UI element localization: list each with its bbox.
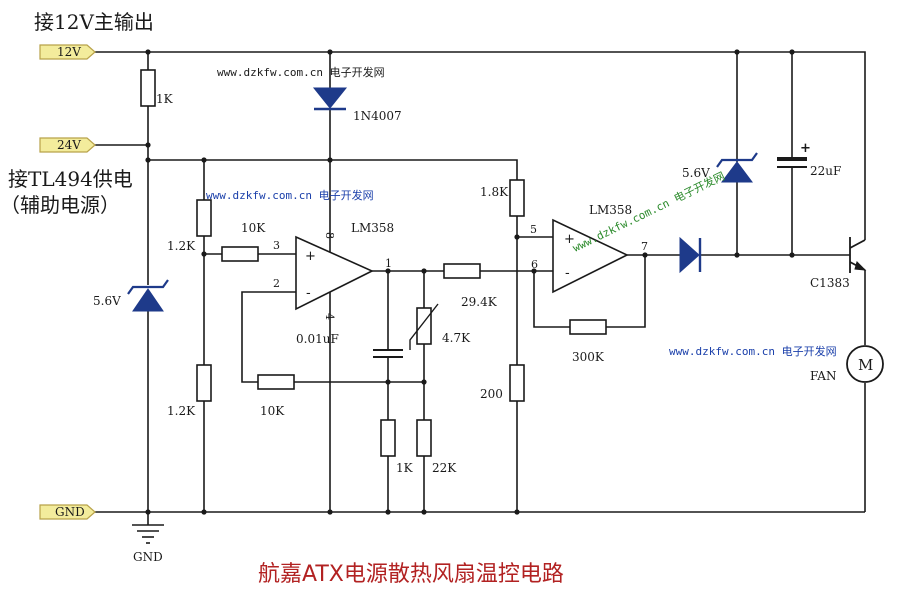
terminal-12v — [39, 44, 96, 60]
opamp2-plus: + — [564, 232, 575, 247]
watermark-middle: www.dzkfw.com.cn 电子开发网 — [206, 188, 374, 202]
opamp-2 — [552, 218, 629, 294]
opamp2-pin5: 5 — [530, 223, 537, 236]
opamp1-pin4: 4 — [323, 313, 336, 320]
label-c-0-01uf: 0.01uF — [296, 332, 339, 346]
label-r-22k: 22K — [432, 461, 457, 475]
label-r-1k-top: 1K — [156, 92, 174, 106]
label-1n4007: 1N4007 — [353, 109, 402, 123]
resistor-1k-low — [380, 419, 396, 457]
motor-symbol-m: M — [858, 356, 873, 374]
label-opamp1: LM358 — [351, 221, 394, 235]
ground-symbol — [132, 524, 164, 544]
label-r-300k: 300K — [572, 350, 605, 364]
terminal-gnd-label: GND — [55, 505, 85, 519]
terminal-24v — [39, 137, 96, 153]
opamp1-pin2: 2 — [273, 277, 280, 290]
thermistor-symbol — [409, 303, 439, 350]
opamp1-minus: - — [306, 286, 311, 301]
watermark-right: www.dzkfw.com.cn 电子开发网 — [669, 344, 837, 358]
opamp1-plus: + — [305, 249, 316, 264]
label-fan: FAN — [810, 369, 836, 383]
label-r-1-2k-top: 1.2K — [167, 239, 196, 253]
resistor-1-2k-top — [196, 199, 212, 237]
label-r-10k-input: 10K — [241, 221, 266, 235]
label-r-200: 200 — [480, 387, 503, 401]
resistor-1-2k-bottom — [196, 364, 212, 402]
label-r-1-8k: 1.8K — [480, 185, 509, 199]
resistor-22k — [416, 419, 432, 457]
capacitor-0-01uf — [373, 349, 403, 358]
label-r-10k-feedback: 10K — [260, 404, 285, 418]
terminal-24v-label: 24V — [57, 138, 81, 152]
resistor-200 — [509, 364, 525, 402]
label-r-1k-low: 1K — [396, 461, 414, 475]
opamp2-pin7: 7 — [641, 240, 648, 253]
capacitor-22uf — [777, 157, 807, 168]
label-r-29-4k: 29.4K — [461, 295, 498, 309]
label-opamp2: LM358 — [589, 203, 632, 217]
zener-diode-left — [127, 279, 169, 312]
label-thermistor: 4.7K — [442, 331, 471, 345]
label-c-22uf: 22uF — [810, 164, 841, 178]
opamp2-minus: - — [565, 266, 570, 281]
label-transistor: C1383 — [810, 276, 850, 290]
resistor-10k-input — [221, 246, 259, 262]
terminal-12v-label: 12V — [57, 45, 81, 59]
opamp1-pin8: 8 — [323, 232, 336, 239]
fan-motor — [846, 345, 884, 383]
resistor-29-4k — [443, 263, 481, 279]
junction-dots — [145, 49, 795, 515]
resistors — [140, 69, 607, 457]
label-ground: GND — [133, 550, 163, 564]
heading-12v-output: 接12V主输出 — [34, 10, 154, 34]
resistor-1-8k — [509, 179, 525, 217]
opamp1-pin3: 3 — [273, 239, 280, 252]
label-zener-right: 5.6V — [682, 166, 710, 180]
zener-diode-right — [716, 152, 758, 183]
watermark-top: www.dzkfw.com.cn 电子开发网 — [217, 65, 385, 79]
resistor-300k — [569, 319, 607, 335]
capacitor-polarity-plus: + — [800, 141, 811, 156]
wires — [95, 51, 866, 525]
diode-output — [679, 236, 702, 274]
label-zener-left: 5.6V — [93, 294, 121, 308]
label-r-1-2k-bottom: 1.2K — [167, 404, 196, 418]
resistor-10k-feedback — [257, 374, 295, 390]
heading-aux-power: （辅助电源） — [0, 193, 120, 217]
transistor-c1383 — [849, 237, 867, 273]
diagram-title: 航嘉ATX电源散热风扇温控电路 — [258, 562, 564, 587]
resistor-1k-top — [140, 69, 156, 107]
terminal-gnd — [39, 504, 96, 520]
opamp2-pin6: 6 — [531, 258, 538, 271]
diode-1n4007 — [312, 87, 348, 111]
heading-tl494-supply: 接TL494供电 — [8, 167, 133, 191]
opamp1-pin1: 1 — [385, 257, 392, 270]
opamp-1 — [295, 235, 374, 311]
